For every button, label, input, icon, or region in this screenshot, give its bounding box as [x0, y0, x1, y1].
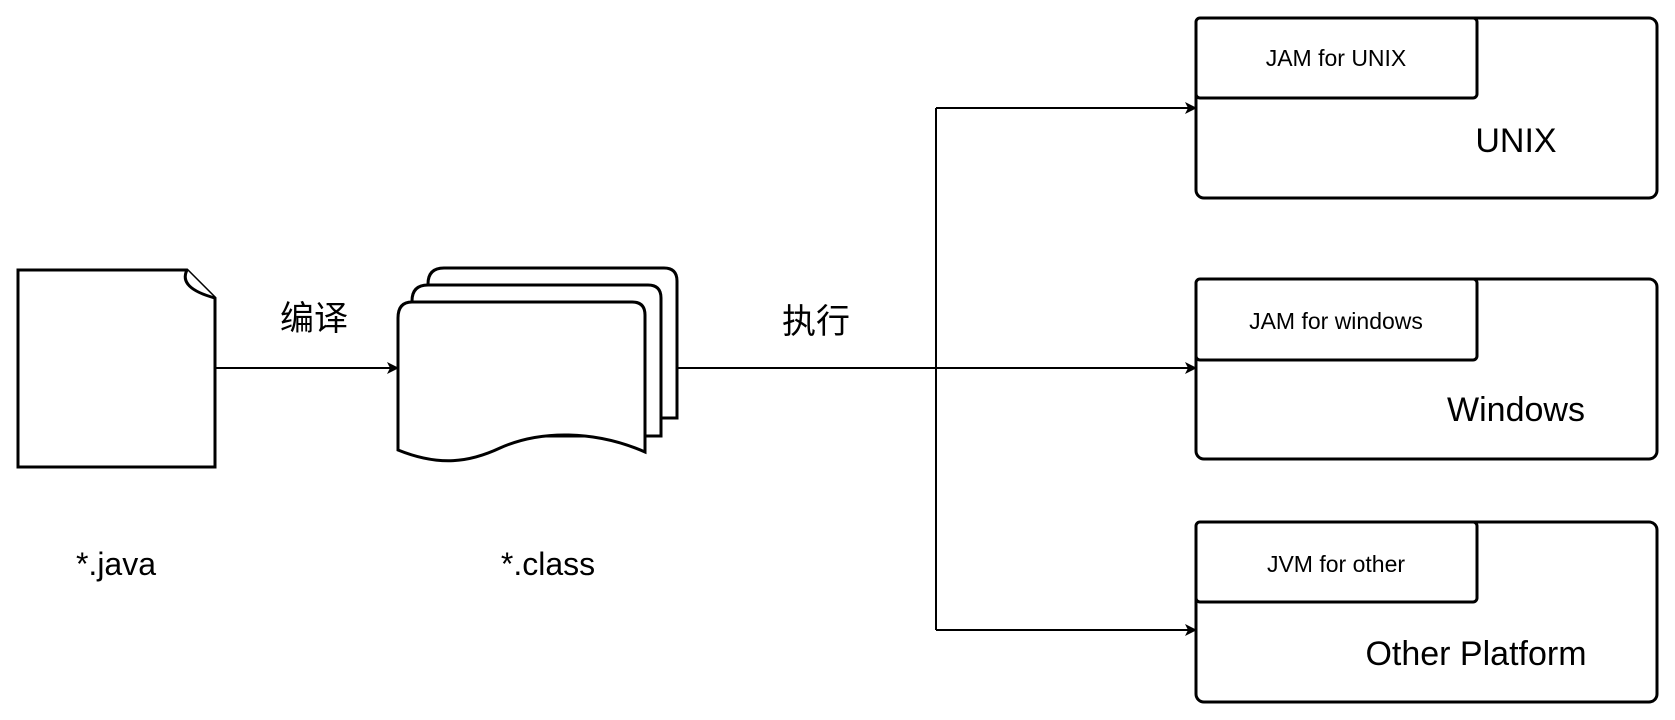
platform-label-other: Other Platform	[1365, 635, 1586, 673]
runtime-label-unix: JAM for UNIX	[1266, 45, 1407, 71]
java-file-node[interactable]	[16, 268, 217, 469]
compile-label: 编译	[280, 299, 348, 339]
execute-label: 执行	[782, 302, 850, 342]
platform-other-node[interactable]: JVM for other Other Platform	[1194, 520, 1659, 704]
runtime-label-windows: JAM for windows	[1249, 308, 1423, 334]
java-file-icon	[16, 268, 217, 469]
platform-windows-node[interactable]: JAM for windows Windows	[1194, 277, 1659, 461]
runtime-tab-other	[1194, 520, 1479, 604]
class-file-front-icon	[396, 300, 647, 463]
java-file-fold-icon	[183, 269, 216, 300]
platform-label-unix: UNIX	[1475, 122, 1556, 160]
class-files-node[interactable]	[396, 266, 679, 463]
runtime-tab-unix	[1194, 16, 1479, 100]
runtime-label-other: JVM for other	[1267, 551, 1405, 577]
runtime-tab-windows	[1194, 277, 1479, 362]
platform-unix-node[interactable]: JAM for UNIX UNIX	[1194, 16, 1659, 200]
class-files-label: *.class	[501, 546, 595, 582]
platform-label-windows: Windows	[1447, 391, 1585, 429]
java-file-label: *.java	[76, 546, 156, 582]
execute-edges[interactable]	[677, 102, 1197, 636]
